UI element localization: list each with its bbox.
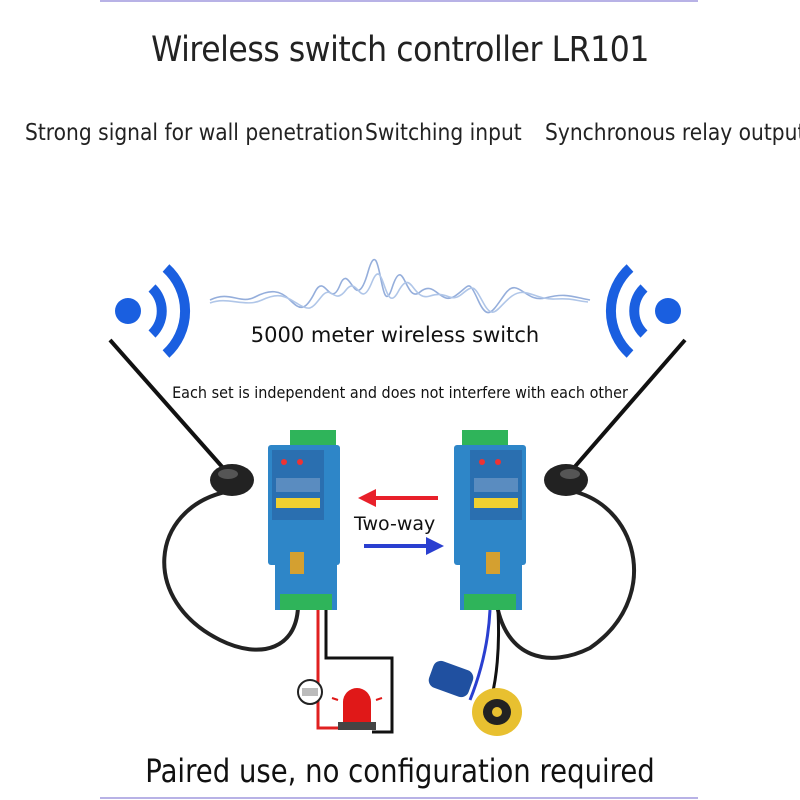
float-switch-icon — [428, 660, 522, 736]
float-switch-wiring — [468, 609, 501, 701]
direction-label: Two-way — [354, 513, 436, 535]
right-controller-module — [454, 430, 526, 610]
right-signal-icon — [605, 264, 681, 358]
independence-label: Each set is independent and does not int… — [172, 383, 628, 402]
footer-caption: Paired use, no configuration required — [145, 752, 655, 790]
feature-wall-penetration: Strong signal for wall penetration — [25, 120, 364, 146]
bottom-divider — [100, 797, 698, 799]
arrow-left-icon — [358, 489, 438, 507]
arrow-right-icon — [364, 537, 444, 555]
feature-switching-input: Switching input — [365, 120, 522, 146]
range-label: 5000 meter wireless switch — [250, 323, 540, 347]
top-divider — [100, 0, 698, 2]
alarm-light-icon — [331, 688, 383, 730]
left-controller-module — [268, 430, 340, 610]
radio-wave-icon — [209, 258, 591, 314]
power-source-icon — [297, 679, 323, 705]
left-signal-icon — [115, 264, 191, 358]
page-title: Wireless switch controller LR101 — [151, 30, 649, 70]
right-antenna — [494, 338, 687, 660]
feature-relay-output: Synchronous relay output — [545, 120, 800, 146]
left-antenna — [108, 338, 301, 652]
